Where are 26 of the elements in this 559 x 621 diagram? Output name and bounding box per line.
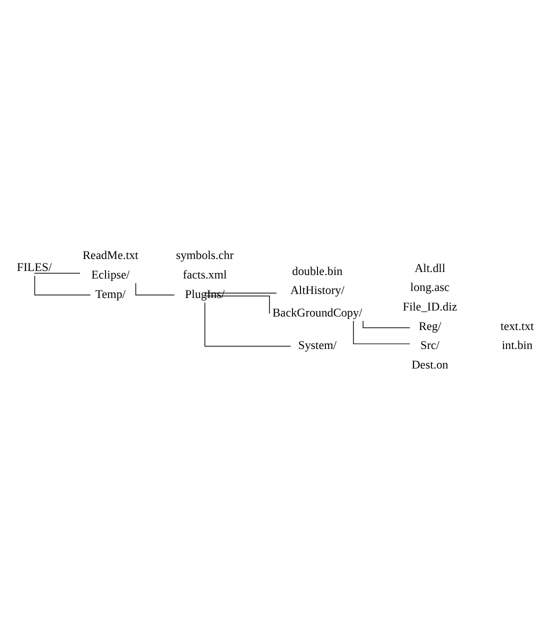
node-text: Dest.on: [412, 356, 448, 371]
connector: [353, 320, 410, 344]
node-text: Alt.dll: [414, 260, 446, 274]
connector: [204, 295, 270, 314]
connector: [34, 272, 80, 274]
node-text: FILES/: [16, 260, 52, 274]
node-text: double.bin: [292, 263, 343, 278]
connector: [204, 302, 292, 346]
node-text: System/: [298, 338, 337, 352]
node-text: Reg/: [418, 318, 442, 332]
node-text: File_ID.diz: [402, 298, 458, 313]
node-text: long.asc: [410, 280, 450, 294]
node-text: int.bin: [502, 338, 533, 352]
connector: [204, 292, 277, 294]
connector: [34, 274, 91, 295]
node-text: Temp/: [95, 286, 126, 300]
node-text: ReadMe.txt: [82, 248, 138, 262]
node-text: text.txt: [500, 318, 534, 332]
node-text: AltHistory/: [290, 282, 344, 297]
node-text: symbols.chr: [176, 248, 234, 262]
connector: [362, 320, 410, 328]
node-text: Eclipse/: [91, 267, 130, 282]
node-text: PlugIns/: [185, 286, 225, 300]
node-text: BackGroundCopy/: [272, 304, 362, 319]
node-text: Src/: [420, 338, 440, 352]
node-text: facts.xml: [182, 267, 227, 282]
